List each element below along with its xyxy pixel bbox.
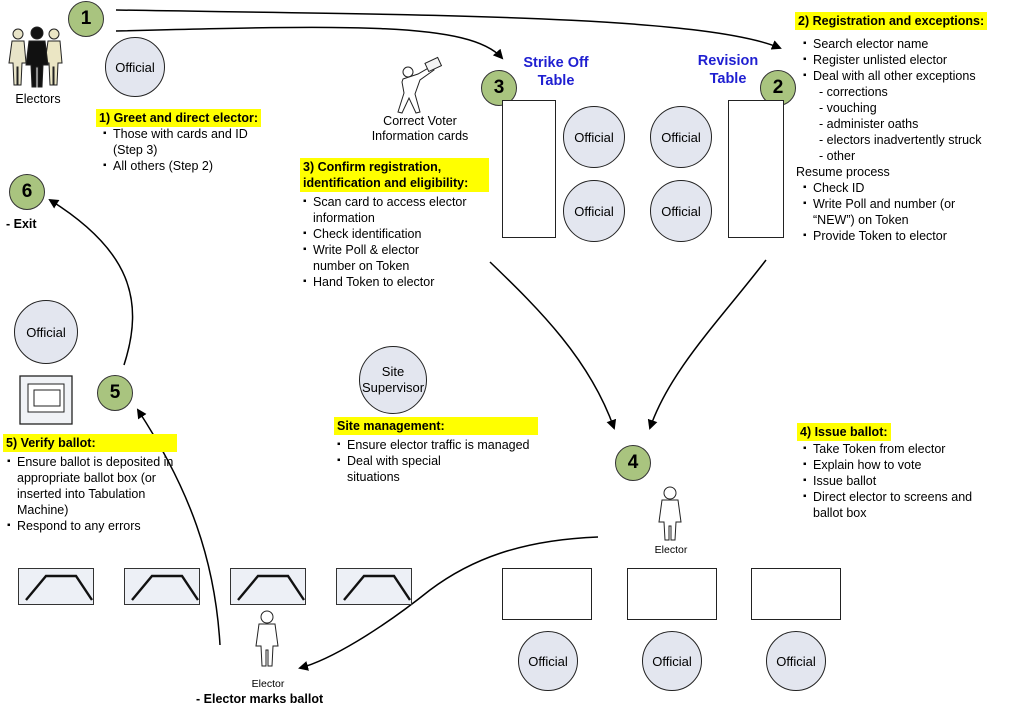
arrow-5-to-6 — [48, 198, 134, 366]
voting-screen — [336, 568, 412, 605]
resume-item: Check ID — [803, 180, 1003, 196]
revision-table-title: Revision Table — [697, 53, 759, 87]
elector-figure-icon — [255, 486, 682, 667]
confirm-item: Write Poll & elector number on Token — [303, 242, 463, 274]
registration-heading: 2) Registration and exceptions: — [795, 12, 988, 30]
site-list: Ensure elector traffic is managed Deal w… — [337, 437, 547, 485]
person-with-cards-icon — [397, 56, 443, 114]
resume-process-label: Resume process — [796, 165, 890, 179]
registration-sub-item: - vouching — [819, 101, 877, 115]
arrow-3-to-4 — [489, 261, 617, 430]
arrow-1-to-3 — [115, 26, 504, 60]
official-issue-1: Official — [518, 631, 578, 691]
confirm-list: Scan card to access elector information … — [303, 194, 493, 290]
official-issue-3: Official — [766, 631, 826, 691]
step-4-badge: 4 — [615, 445, 651, 481]
step-6-badge: 6 — [9, 174, 45, 210]
issue-heading: 4) Issue ballot: — [797, 423, 891, 441]
electors-group-icon — [8, 26, 63, 88]
official-greeter: Official — [105, 37, 165, 97]
electors-label: Electors — [15, 92, 61, 106]
step-1-badge: 1 — [68, 1, 104, 37]
arrow-1-to-2 — [115, 9, 782, 50]
registration-item: Search elector name — [803, 36, 1003, 52]
strike-off-table-title: Strike Off Table — [523, 55, 589, 89]
confirm-heading: 3) Confirm registration, identification … — [300, 158, 489, 192]
arrow-4-to-booths — [298, 536, 599, 671]
site-item: Deal with special situations — [337, 453, 467, 485]
issue-item: Direct elector to screens and ballot box — [803, 489, 995, 521]
site-item: Ensure elector traffic is managed — [337, 437, 547, 453]
resume-item: Provide Token to elector — [803, 228, 1003, 244]
greet-item: Those with cards and ID (Step 3) — [103, 126, 253, 158]
issue-item: Take Token from elector — [803, 441, 1003, 457]
greet-heading: 1) Greet and direct elector: — [96, 109, 262, 127]
issue-list: Take Token from elector Explain how to v… — [803, 441, 1003, 521]
issue-item: Issue ballot — [803, 473, 1003, 489]
voting-screen — [230, 568, 306, 605]
registration-sub-item: - other — [819, 149, 856, 163]
verify-list: Ensure ballot is deposited in appropriat… — [7, 454, 187, 534]
greet-list: Those with cards and ID (Step 3) All oth… — [103, 126, 273, 174]
official-revision-1: Official — [650, 106, 712, 168]
greet-item: All others (Step 2) — [103, 158, 273, 174]
site-heading: Site management: — [334, 417, 538, 435]
official-issue-2: Official — [642, 631, 702, 691]
ballot-box-icon — [19, 375, 73, 425]
confirm-item: Scan card to access elector information — [303, 194, 491, 226]
arrow-2-to-4 — [647, 259, 767, 430]
marks-ballot-label: - Elector marks ballot — [196, 692, 324, 706]
strike-off-table — [502, 100, 556, 238]
registration-item: Register unlisted elector — [803, 52, 1003, 68]
verify-heading: 5) Verify ballot: — [3, 434, 177, 452]
issue-desk — [751, 568, 841, 620]
official-strike-off-2: Official — [563, 180, 625, 242]
issue-item: Explain how to vote — [803, 457, 1003, 473]
official-strike-off-1: Official — [563, 106, 625, 168]
voting-screen — [124, 568, 200, 605]
issue-desk — [502, 568, 592, 620]
step-3-badge: 3 — [481, 70, 517, 106]
elector-label-issue: Elector — [654, 544, 688, 556]
issue-desk — [627, 568, 717, 620]
registration-list: Search elector name Register unlisted el… — [796, 36, 1003, 244]
verify-item: Respond to any errors — [7, 518, 187, 534]
voter-cards-label: Correct Voter Information cards — [371, 114, 469, 143]
voting-screen — [18, 568, 94, 605]
confirm-item: Check identification — [303, 226, 493, 242]
registration-sub-item: - corrections — [819, 85, 888, 99]
revision-table — [728, 100, 784, 238]
registration-sub-item: - administer oaths — [819, 117, 919, 131]
registration-item: Deal with all other exceptions — [803, 68, 1003, 84]
step-5-badge: 5 — [97, 375, 133, 411]
official-ballot-box: Official — [14, 300, 78, 364]
elector-label-booth: Elector — [251, 678, 285, 690]
exit-label: - Exit — [6, 217, 37, 231]
official-revision-2: Official — [650, 180, 712, 242]
confirm-item: Hand Token to elector — [303, 274, 493, 290]
resume-item: Write Poll and number (or “NEW”) on Toke… — [803, 196, 981, 228]
verify-item: Ensure ballot is deposited in appropriat… — [7, 454, 187, 518]
site-supervisor: Site Supervisor — [359, 346, 427, 414]
registration-sub-item: - electors inadvertently struck — [819, 133, 982, 147]
